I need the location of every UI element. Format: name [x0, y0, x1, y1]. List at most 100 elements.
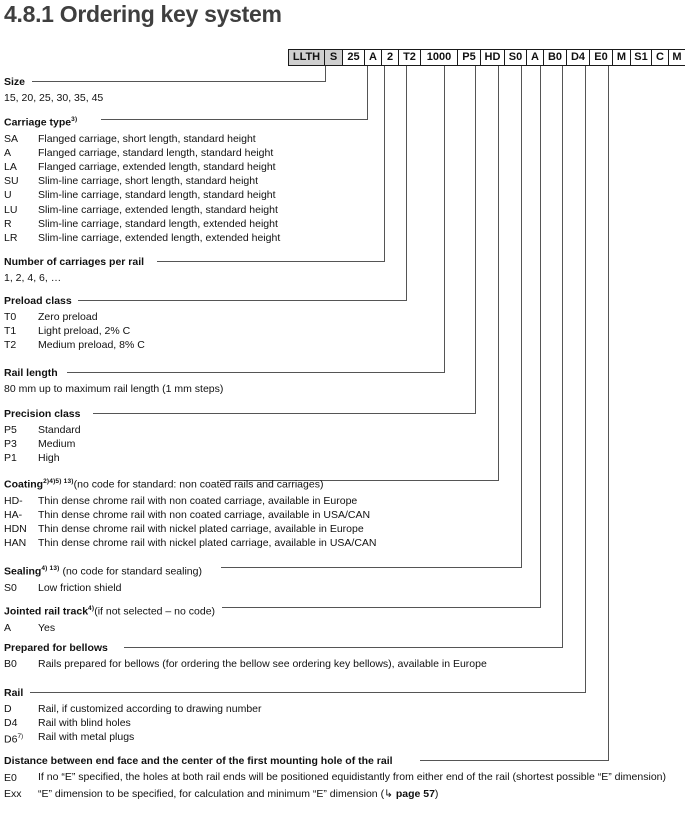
option-desc: Medium preload, 8% C [38, 339, 145, 352]
page-ref-arrow-icon: ↳ [384, 788, 393, 801]
option-desc: Flanged carriage, short length, standard… [38, 132, 256, 145]
section-precision-class-heading: Precision class [4, 408, 81, 420]
list-item: SA Flanged carriage, short length, standa… [4, 132, 280, 146]
list-item: A Yes [4, 621, 215, 635]
ordering-key-code-string: LLTH S 25 A 2 T2 1000 P5 HD S0 A B0 D4 E… [288, 49, 685, 66]
section-size-heading: Size [4, 76, 26, 88]
code-cell-extra-4[interactable]: M [668, 49, 685, 66]
option-desc-pre: “E” dimension to be specified, for calcu… [38, 788, 385, 801]
section-distance-end-face-heading: Distance between end face and the center… [4, 755, 393, 767]
list-item: Exx “E” dimension to be specified, for c… [4, 787, 681, 801]
option-code: A [4, 146, 12, 159]
option-desc: Zero preload [38, 311, 98, 323]
section-carriages-per-rail-values: 1, 2, 4, 6, … [4, 272, 62, 284]
option-desc: Slim-line carriage, extended length, sta… [38, 203, 278, 216]
code-cell-sealing[interactable]: S0 [504, 49, 526, 66]
option-code: SU [4, 175, 19, 188]
option-code: U [4, 189, 12, 202]
code-cell-coating[interactable]: HD [480, 49, 504, 66]
option-desc: Slim-line carriage, standard length, ext… [38, 217, 278, 230]
option-code: HA- [4, 508, 23, 521]
code-cell-jointed-rail[interactable]: A [526, 49, 543, 66]
section-jointed-rail-track-label: Jointed rail track [4, 605, 89, 618]
option-code: E0 [4, 772, 17, 784]
option-desc: Standard [38, 424, 81, 436]
option-code: HDN [4, 522, 27, 535]
section-coating-note: (no code for standard: non coated rails … [73, 478, 324, 491]
section-carriages-per-rail-heading: Number of carriages per rail [4, 256, 145, 268]
option-desc: Thin dense chrome rail with non coated c… [38, 508, 371, 521]
list-item: E0 If no “E” specified, the holes at bot… [4, 771, 681, 785]
option-code-text: D6 [4, 733, 18, 746]
code-cell-rail-length[interactable]: 1000 [420, 49, 457, 66]
code-cell-series[interactable]: S [324, 49, 342, 66]
section-coating-heading: Coating2)4)5) 13)(no code for standard: … [4, 475, 377, 492]
code-cell-rail[interactable]: D4 [566, 49, 589, 66]
section-preload-class-heading: Preload class [4, 295, 72, 307]
option-desc: Light preload, 2% C [38, 325, 131, 338]
footnote-marker: 3) [71, 116, 78, 123]
code-cell-preload[interactable]: T2 [398, 49, 420, 66]
option-code: T2 [4, 339, 17, 352]
section-jointed-rail-track-heading: Jointed rail track4)(if not selected – n… [4, 602, 215, 619]
option-desc: “E” dimension to be specified, for calcu… [38, 787, 438, 801]
option-desc: Yes [38, 621, 56, 634]
option-code: B0 [4, 658, 17, 670]
code-cell-extra-3[interactable]: C [651, 49, 668, 66]
section-prepared-for-bellows-heading: Prepared for bellows [4, 642, 108, 654]
option-desc: Flanged carriage, extended length, stand… [38, 160, 276, 173]
option-code: LR [4, 231, 18, 244]
list-item: A Flanged carriage, standard length, stan… [4, 146, 280, 160]
section-distance-end-face: Distance between end face and the center… [4, 755, 681, 801]
option-code: P3 [4, 438, 17, 451]
code-cell-prefix[interactable]: LLTH [288, 49, 324, 66]
list-item: T1 Light preload, 2% C [4, 324, 145, 338]
option-code: A [4, 621, 12, 634]
option-code: T0 [4, 311, 17, 323]
section-jointed-rail-track-note: (if not selected – no code) [94, 605, 216, 618]
section-preload-class: Preload class T0 Zero preload T1 Light pre… [4, 295, 145, 353]
section-coating-label: Coating [4, 478, 44, 491]
list-item: T0 Zero preload [4, 310, 145, 324]
option-code: SA [4, 132, 19, 145]
section-sealing: Sealing4) 13) (no code for standard seal… [4, 562, 202, 595]
footnote-marker: 4) 13) [41, 565, 60, 572]
option-desc: Flanged carriage, standard length, stand… [38, 146, 274, 159]
code-cell-carriage-type[interactable]: A [364, 49, 381, 66]
code-cell-end-distance[interactable]: E0 [589, 49, 612, 66]
option-desc: If no “E” specified, the holes at both r… [38, 771, 666, 783]
code-cell-bellows[interactable]: B0 [543, 49, 566, 66]
option-code: Exx [4, 788, 22, 801]
footnote-marker: 2)4)5) 13) [43, 478, 74, 485]
option-desc: Low friction shield [38, 581, 122, 594]
code-cell-extra-1[interactable]: M [612, 49, 630, 66]
code-cell-precision[interactable]: P5 [457, 49, 480, 66]
code-cell-extra-2[interactable]: S1 [630, 49, 651, 66]
section-rail-length: Rail length 80 mm up to maximum rail len… [4, 367, 223, 396]
page-reference-link[interactable]: page 57 [395, 788, 435, 801]
footnote-marker: 4) [88, 605, 95, 612]
section-jointed-rail-track: Jointed rail track4)(if not selected – n… [4, 602, 215, 635]
option-code: T1 [4, 325, 17, 338]
leader-carriage-type [101, 66, 368, 120]
section-sealing-label: Sealing [4, 565, 42, 578]
code-cell-size[interactable]: 25 [342, 49, 364, 66]
option-code: P5 [4, 424, 17, 436]
code-cell-carriage-count[interactable]: 2 [381, 49, 398, 66]
section-size-values: 15, 20, 25, 30, 35, 45 [4, 92, 104, 104]
section-size: Size 15, 20, 25, 30, 35, 45 [4, 76, 103, 105]
